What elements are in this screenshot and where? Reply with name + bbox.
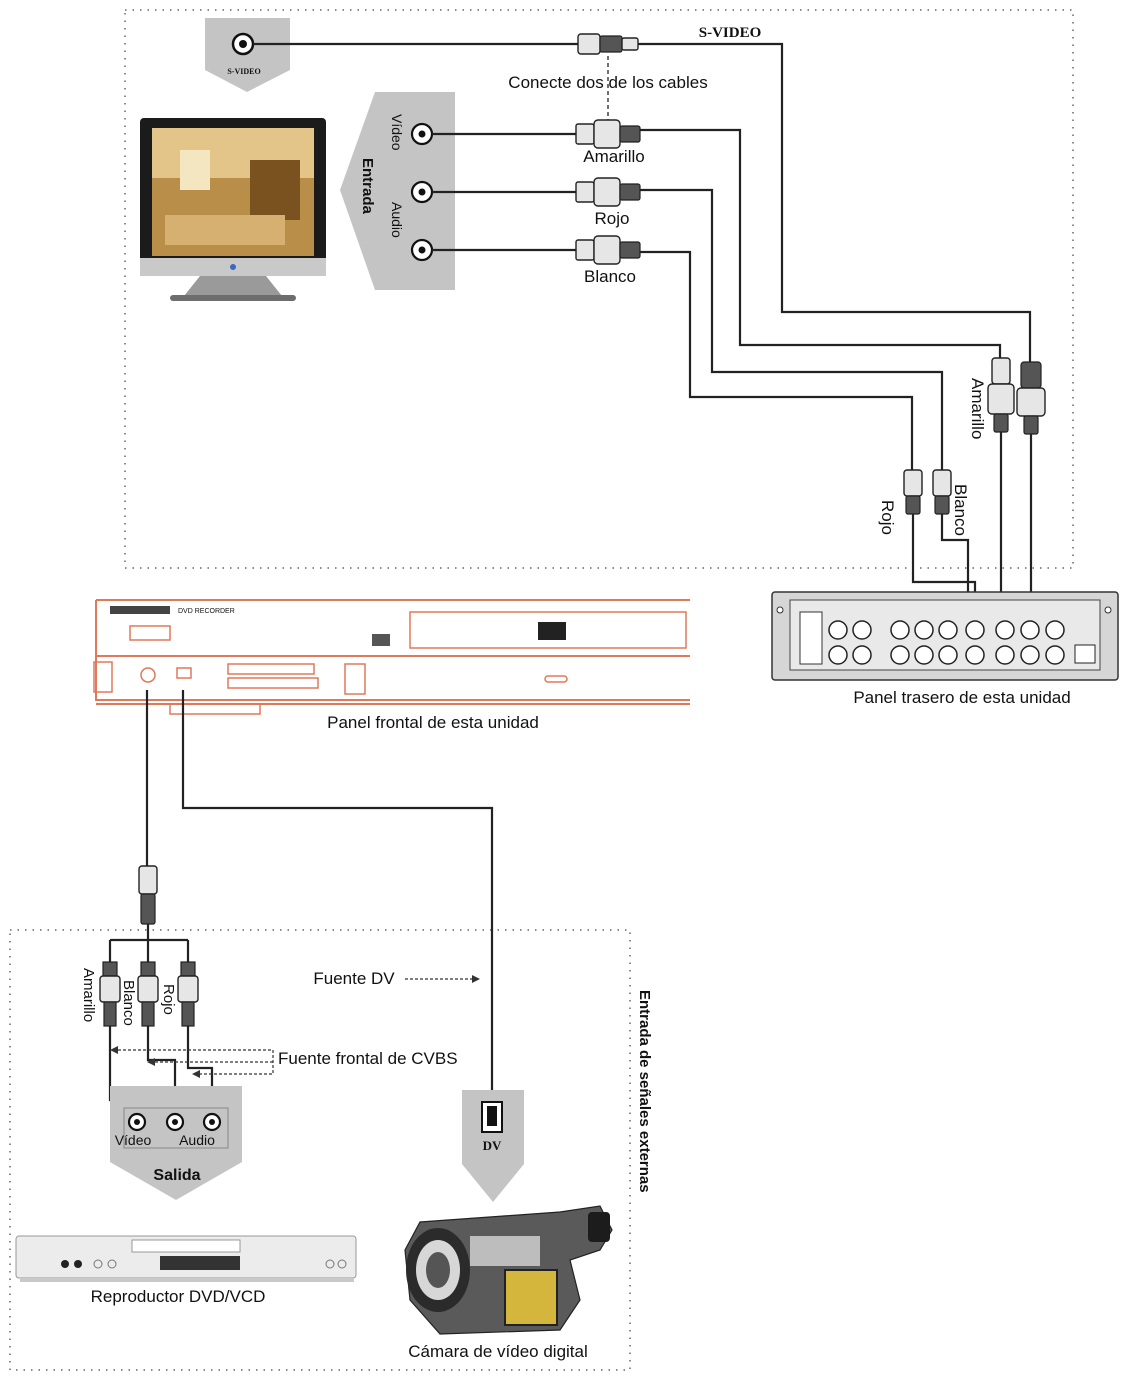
panel-frontal-label: Panel frontal de esta unidad bbox=[327, 713, 539, 732]
svideo-jack-label: S-VIDEO bbox=[227, 67, 260, 76]
av-cable-plug bbox=[139, 866, 157, 924]
front-rojo-label: Rojo bbox=[160, 984, 177, 1015]
reproductor-label: Reproductor DVD/VCD bbox=[91, 1287, 266, 1306]
rca-plug-red bbox=[576, 178, 640, 206]
camara-label: Cámara de vídeo digital bbox=[408, 1342, 588, 1361]
front-rca-plugs bbox=[100, 962, 198, 1026]
amarillo-label: Amarillo bbox=[583, 147, 644, 166]
rear-blanco-label: Blanco bbox=[951, 484, 970, 536]
salida-label: Salida bbox=[153, 1167, 200, 1184]
tv-audio-label: Audio bbox=[389, 202, 405, 238]
camcorder-icon bbox=[405, 1206, 612, 1334]
entrada-externas-label: Entrada de señales externas bbox=[636, 990, 653, 1193]
fuente-cvbs-label: Fuente frontal de CVBS bbox=[278, 1049, 458, 1068]
out-audio-label: Audio bbox=[179, 1132, 215, 1148]
rear-panel bbox=[772, 592, 1118, 680]
front-amarillo-label: Amarillo bbox=[80, 968, 97, 1022]
out-video-label: Vídeo bbox=[115, 1132, 152, 1148]
dvd-model-label: DVD RECORDER bbox=[178, 608, 235, 615]
fuente-dv-label: Fuente DV bbox=[313, 969, 395, 988]
svideo-input-badge: S-VIDEO bbox=[205, 18, 290, 92]
rca-plug-yellow bbox=[576, 120, 640, 148]
rear-amarillo-label: Amarillo bbox=[968, 378, 987, 439]
panel-trasero-label: Panel trasero de esta unidad bbox=[853, 688, 1070, 707]
dvd-player-icon bbox=[16, 1236, 356, 1282]
rojo-label: Rojo bbox=[595, 209, 630, 228]
front-blanco-label: Blanco bbox=[120, 980, 137, 1026]
tv-entrada-label: Entrada bbox=[359, 158, 376, 215]
tv-video-label: Vídeo bbox=[389, 114, 405, 151]
dv-port-panel: DV bbox=[462, 1090, 524, 1202]
rear-rojo-label: Rojo bbox=[878, 500, 897, 535]
dv-port-label: DV bbox=[483, 1138, 502, 1153]
player-output-panel: Vídeo Audio Salida bbox=[110, 1086, 242, 1200]
svideo-cable-label: S-VIDEO bbox=[699, 25, 762, 41]
lcd-tv-icon bbox=[140, 118, 326, 301]
blanco-label: Blanco bbox=[584, 267, 636, 286]
connect-two-label: Conecte dos de los cables bbox=[508, 73, 707, 92]
rca-plug-white bbox=[576, 236, 640, 264]
svideo-cable-plug bbox=[578, 34, 638, 54]
